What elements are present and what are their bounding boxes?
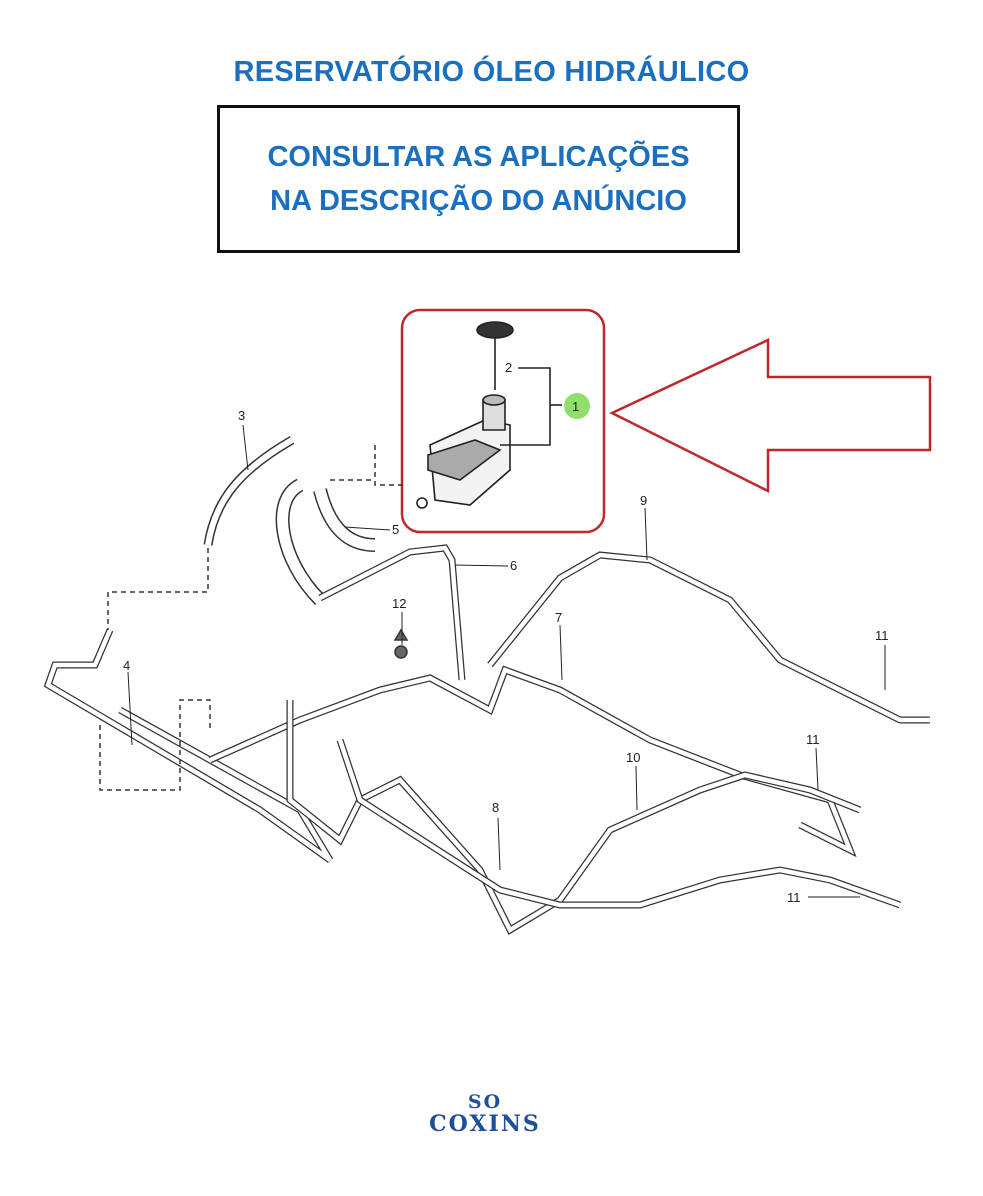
parts-diagram: 1 2 3 4 5 6 7 8 9 10 11 11 11 11 12: [43, 308, 932, 935]
reservoir-part: [416, 321, 562, 509]
callout-1: 1: [572, 399, 579, 414]
callout-3: 3: [238, 408, 245, 423]
pointer-arrow: [609, 338, 932, 494]
page-title: RESERVATÓRIO ÓLEO HIDRÁULICO: [233, 56, 750, 88]
callout-11c: 11: [787, 890, 801, 905]
callout-7: 7: [555, 610, 562, 625]
logo-line-1: SO: [467, 1091, 503, 1113]
callout-1-marker: [564, 393, 590, 419]
callout-6: 6: [510, 558, 517, 573]
logo-line-2: COXINS: [429, 1111, 541, 1137]
callout-9: 9: [640, 493, 647, 508]
callout-12: 12: [392, 596, 406, 611]
notice-line-1: CONSULTAR AS APLICAÇÕES: [267, 141, 690, 173]
callout-4: 4: [123, 658, 130, 673]
callout-2: 2: [505, 360, 512, 375]
callout-11b: 11: [806, 732, 820, 747]
reservoir-highlight-box: [400, 308, 606, 534]
notice-line-2: NA DESCRIÇÃO DO ANÚNCIO: [270, 185, 687, 217]
hose-lines: [43, 436, 930, 935]
callout-10: 10: [626, 750, 640, 765]
leader-lines: [127, 424, 886, 898]
callout-11a: 11: [875, 628, 889, 643]
brand-logo: SO COXINS: [425, 1092, 545, 1142]
callout-5: 5: [392, 522, 399, 537]
callout-8: 8: [492, 800, 499, 815]
notice-box: CONSULTAR AS APLICAÇÕES NA DESCRIÇÃO DO …: [217, 105, 740, 253]
